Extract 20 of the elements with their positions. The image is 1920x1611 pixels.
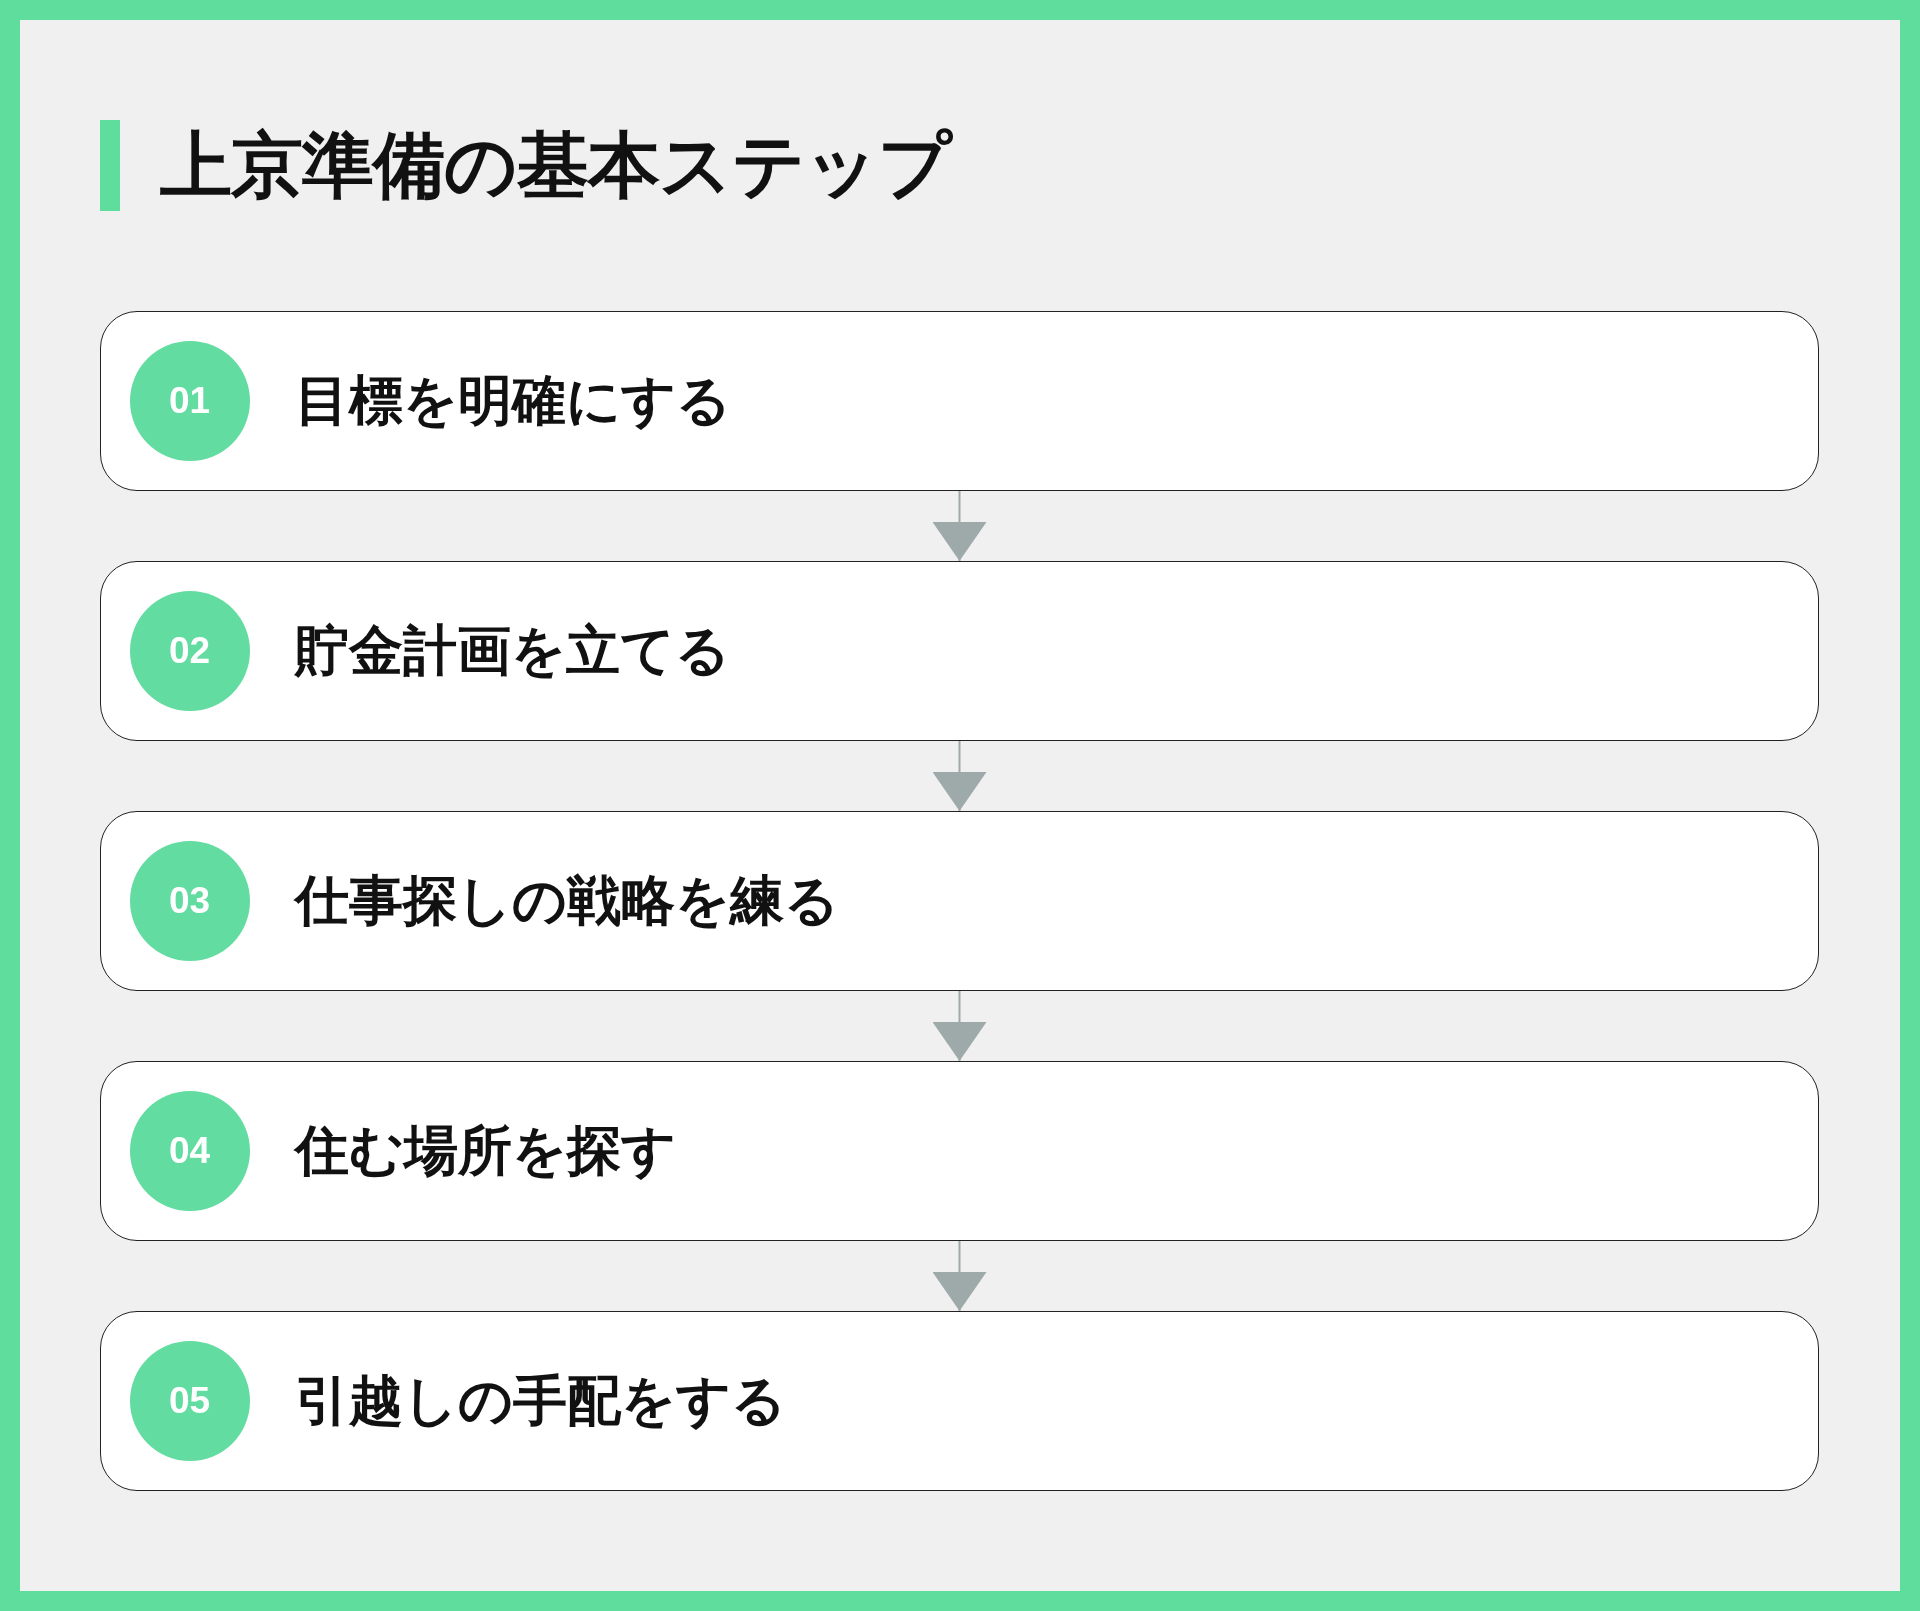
step-box — [100, 311, 1819, 491]
arrow — [932, 1240, 987, 1312]
step-number-circle: 03 — [129, 840, 250, 961]
step-box — [100, 561, 1819, 741]
step-text: 引越しの手配をする — [295, 1368, 786, 1434]
step-number-circle: 05 — [129, 1340, 250, 1461]
arrow — [932, 990, 987, 1062]
step-text: 目標を明確にする — [295, 368, 731, 434]
step-number-circle: 02 — [129, 590, 250, 711]
step-number-circle: 01 — [129, 340, 250, 461]
step-box — [100, 1311, 1819, 1491]
arrow — [932, 740, 987, 812]
step-box — [100, 1061, 1819, 1241]
step-text: 貯金計画を立てる — [295, 618, 730, 684]
arrow — [932, 490, 987, 562]
step-text: 仕事探しの戦略を練る — [295, 868, 839, 934]
step-box — [100, 811, 1819, 991]
step-number-circle: 04 — [129, 1090, 250, 1211]
title: 上京準備の基本ステップ — [160, 123, 951, 207]
step-text: 住む場所を探す — [295, 1118, 676, 1184]
